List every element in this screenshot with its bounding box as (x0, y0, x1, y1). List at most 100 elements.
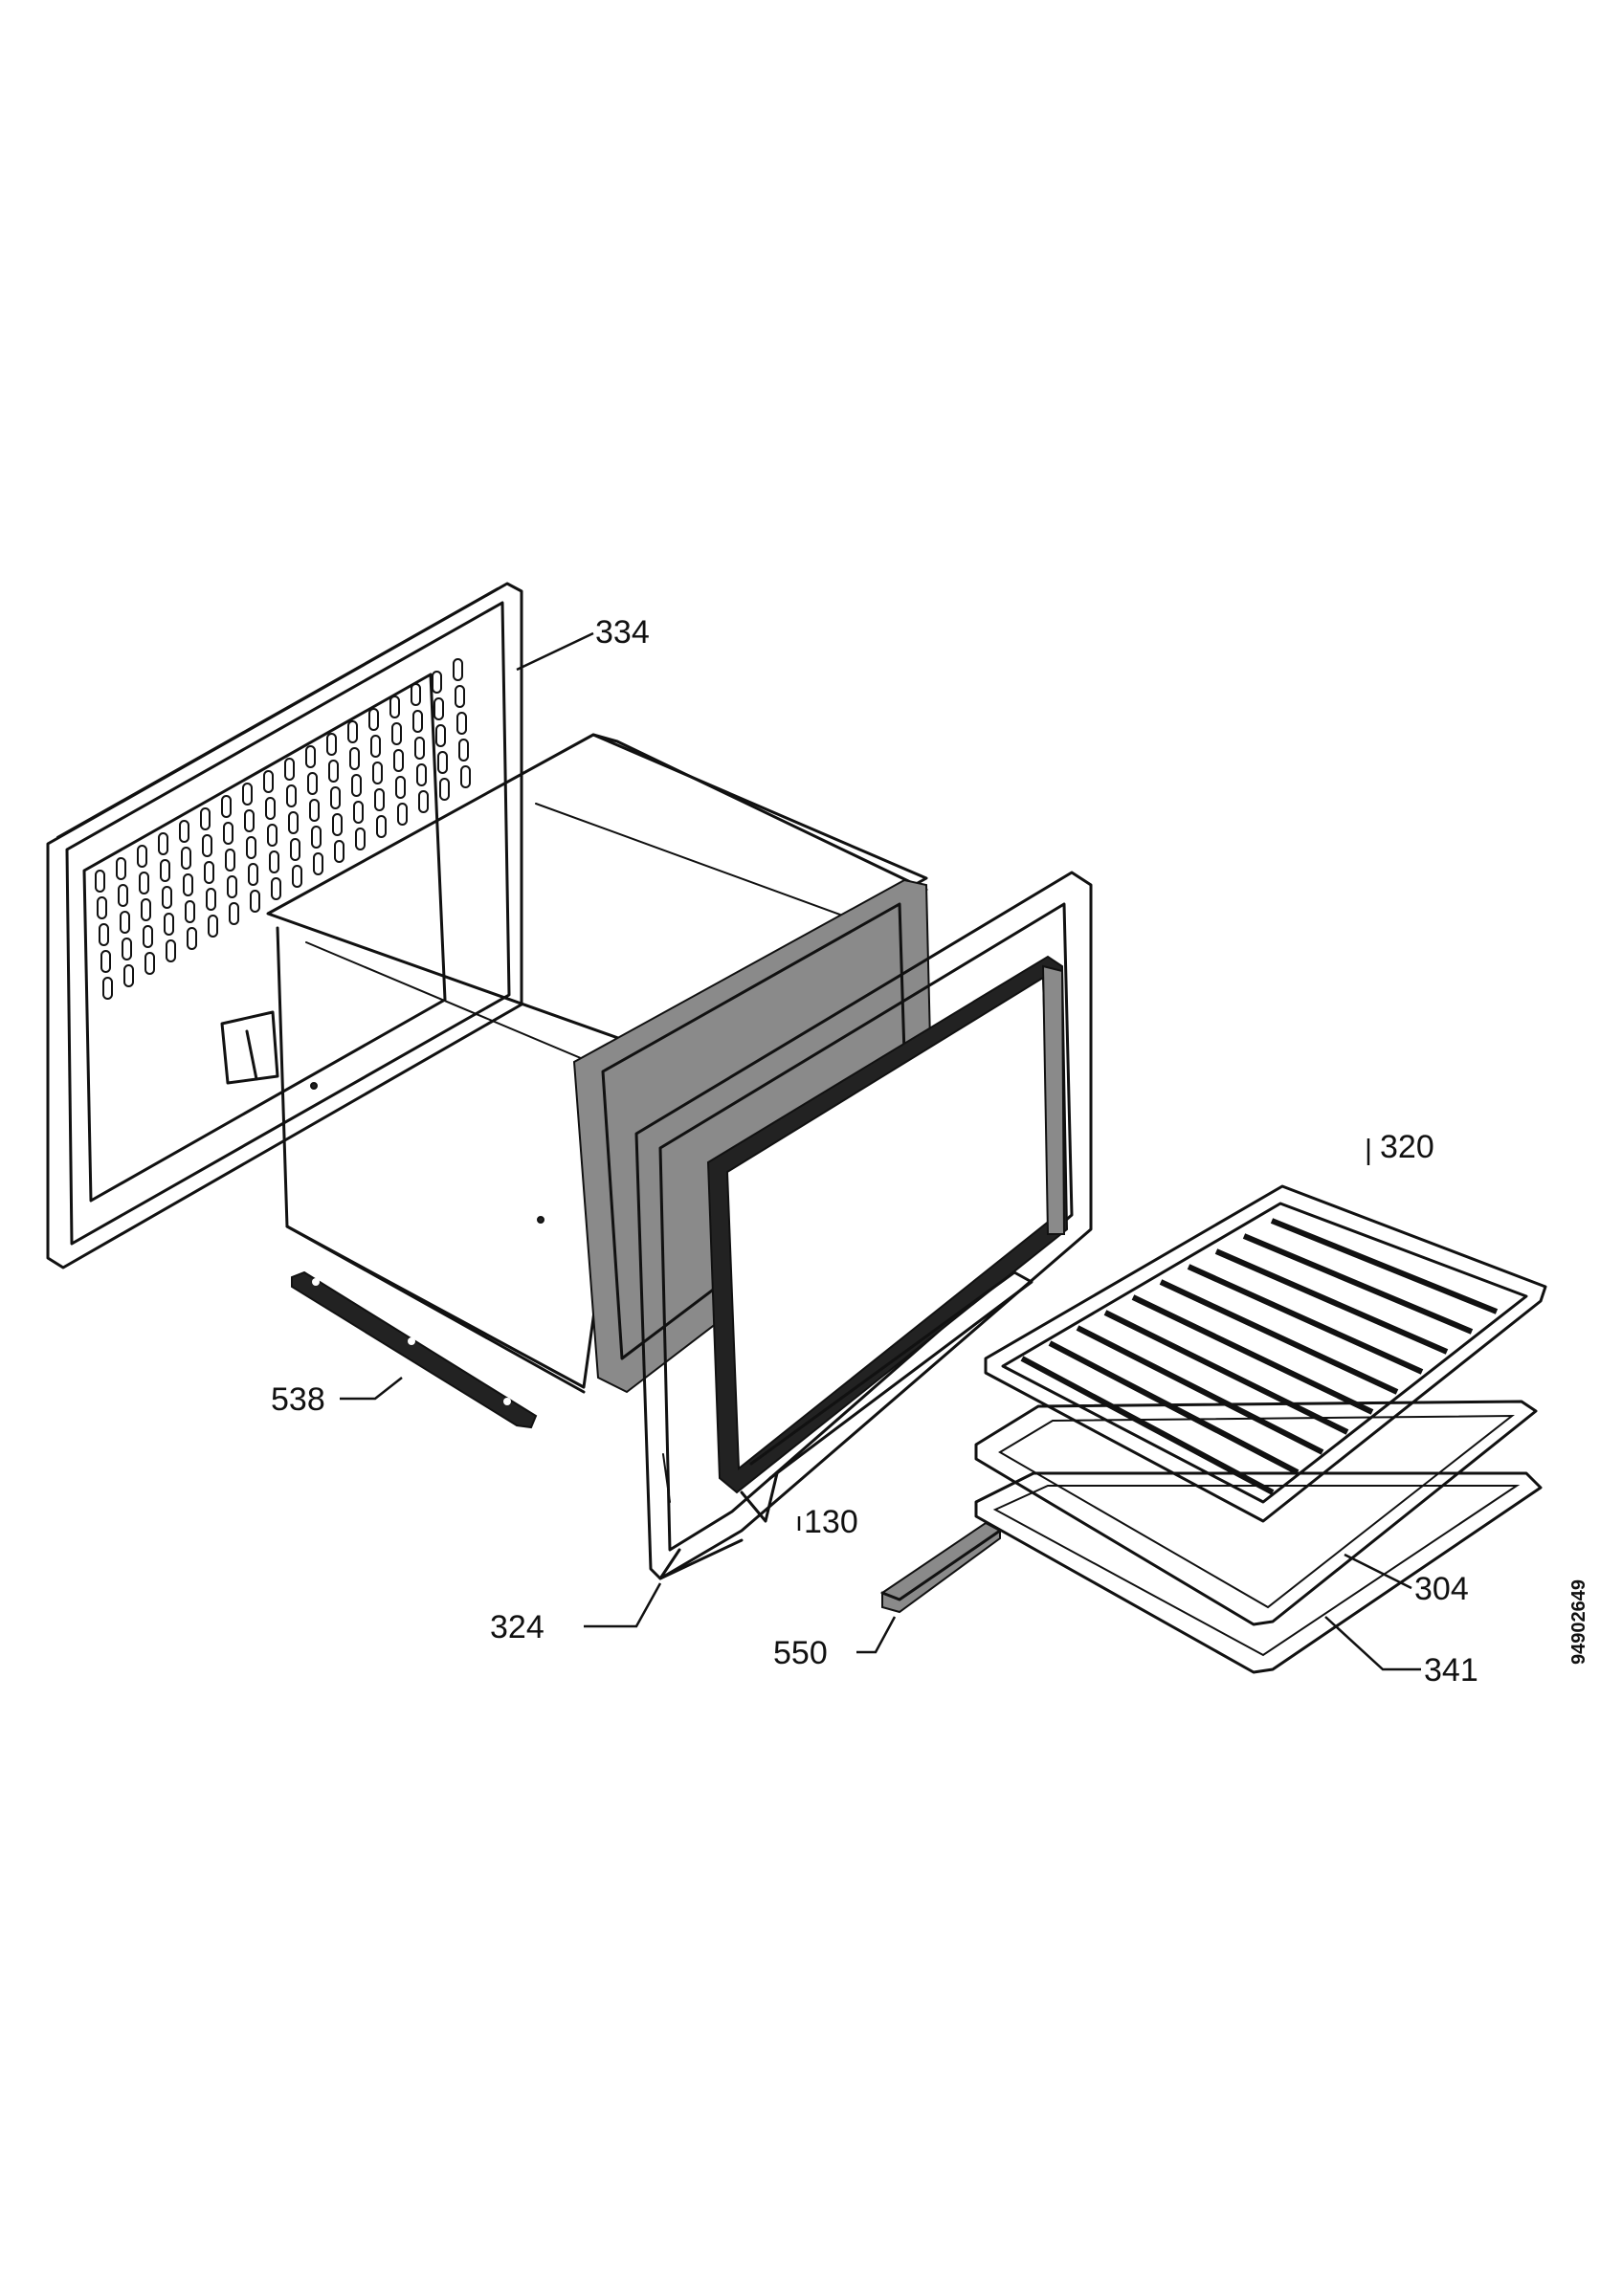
perforation-slot (355, 828, 366, 850)
baking-tray (974, 1400, 1538, 1626)
drip-pan (974, 1471, 1543, 1674)
perforation-slot (102, 977, 113, 1000)
callout-320: 320 (1380, 1129, 1434, 1165)
perforation-slot (120, 911, 130, 934)
shelf-bar (1187, 1264, 1424, 1375)
perforation-slot (267, 824, 278, 847)
perforation-slot (330, 786, 341, 809)
perforation-slot (347, 720, 358, 743)
perforation-slot (225, 849, 235, 872)
wire-shelf (984, 1184, 1547, 1523)
perforation-slot (416, 763, 427, 786)
perforation-slot (397, 803, 408, 826)
perforation-slot (414, 737, 425, 760)
perforation-slot (326, 733, 337, 756)
perforation-pattern (95, 658, 471, 1000)
perforation-slot (458, 739, 469, 762)
perforation-slot (137, 845, 147, 868)
shelf-bar (1131, 1294, 1374, 1415)
shelf-bar (1076, 1325, 1324, 1455)
perforation-slot (229, 902, 239, 925)
perforation-slot (250, 890, 260, 913)
perforation-slot (139, 872, 149, 894)
perforation-slot (376, 815, 387, 838)
handle-strip (880, 1521, 1002, 1614)
perforation-slot (286, 784, 297, 807)
perforation-slot (200, 807, 211, 830)
perforation-slot (389, 695, 400, 718)
perforation-slot (206, 888, 216, 911)
perforation-slot (372, 762, 383, 784)
perforation-slot (183, 873, 193, 896)
perforation-slot (349, 747, 360, 770)
perforation-slot (202, 834, 212, 857)
callout-538: 538 (271, 1381, 325, 1418)
shelf-bars (1020, 1218, 1499, 1495)
perforation-slot (418, 790, 429, 813)
perforation-slot (162, 886, 172, 909)
perforation-slot (166, 939, 176, 962)
perforation-slot (311, 826, 322, 849)
perforation-slot (164, 913, 174, 936)
perforation-slot (122, 938, 132, 960)
perforation-slot (284, 758, 295, 781)
perforation-slot (332, 813, 343, 836)
perforation-slot (328, 760, 339, 783)
door-gasket (706, 955, 1069, 1523)
perforation-slot (435, 724, 446, 747)
perforation-slot (370, 735, 381, 758)
perforation-slot (309, 799, 320, 822)
perforation-slot (95, 870, 105, 893)
callout-324: 324 (490, 1609, 544, 1645)
perforation-slot (305, 745, 316, 768)
perforation-slot (185, 900, 195, 923)
rear-panel (46, 582, 523, 1269)
perforation-slot (374, 788, 385, 811)
perforation-slot (432, 671, 442, 694)
perforation-slot (391, 722, 402, 745)
perforation-slot (223, 822, 233, 845)
perforation-slot (246, 836, 256, 859)
shelf-bar (1103, 1310, 1349, 1435)
callout-341: 341 (1424, 1652, 1478, 1689)
callout-130: 130 (804, 1504, 858, 1540)
perforation-slot (334, 840, 344, 863)
perforation-slot (116, 857, 126, 880)
perforation-slot (208, 915, 218, 938)
perforation-slot (393, 749, 404, 772)
perforation-slot (411, 683, 421, 706)
callout-550: 550 (773, 1635, 828, 1671)
document-number: 94902649 (1568, 1579, 1589, 1665)
perforation-slot (263, 770, 274, 793)
perforation-slot (242, 783, 253, 806)
perforation-slot (437, 751, 448, 774)
perforation-slot (160, 859, 170, 882)
perforation-slot (204, 861, 214, 884)
perforation-slot (123, 964, 134, 987)
perforation-slot (271, 877, 281, 900)
perforation-slot (227, 875, 237, 898)
perforation-slot (368, 708, 379, 731)
front-frame (634, 871, 1093, 1580)
perforation-slot (118, 884, 128, 907)
perforation-slot (439, 778, 450, 801)
perforation-slot (453, 658, 463, 681)
side-rail (291, 1270, 538, 1429)
callout-304: 304 (1414, 1571, 1469, 1607)
shelf-bar (1020, 1356, 1275, 1495)
perforation-slot (313, 852, 323, 875)
perforation-slot (221, 795, 232, 818)
perforation-slot (97, 896, 107, 919)
perforation-slot (179, 820, 189, 843)
perforation-slot (307, 772, 318, 795)
perforation-slot (433, 697, 444, 720)
perforation-slot (248, 863, 258, 886)
perforation-slot (244, 809, 255, 832)
shelf-bar (1048, 1340, 1300, 1475)
perforation-slot (100, 950, 111, 973)
perforation-slot (456, 712, 467, 735)
perforation-slot (143, 925, 153, 948)
perforation-slot (181, 847, 191, 870)
leader-lines (340, 631, 1421, 1671)
